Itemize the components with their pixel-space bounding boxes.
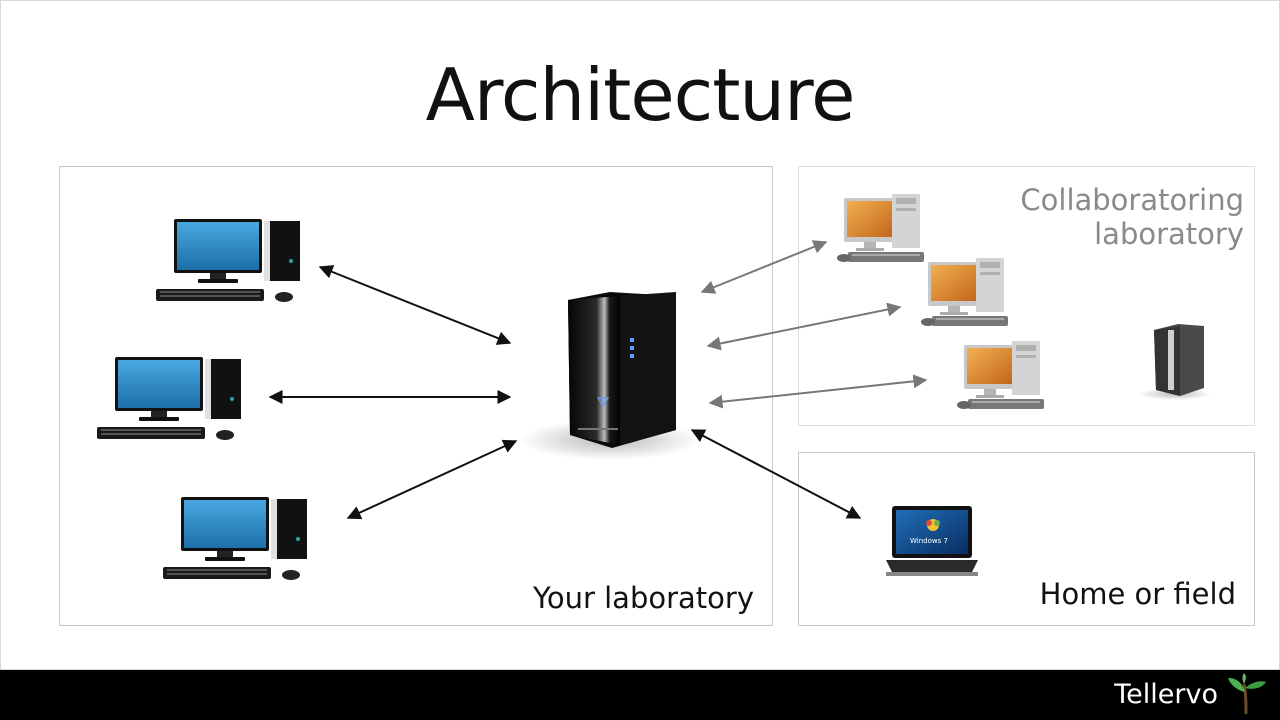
collab-server [1139, 324, 1211, 400]
brand-name: Tellervo [1114, 679, 1218, 710]
arrow-server-collab3 [708, 374, 928, 409]
arrow-ws3-server [346, 439, 518, 520]
laptop-screen-text: Windows 7 [910, 537, 948, 545]
lab-workstation-1 [156, 219, 300, 302]
collab-workstation-2 [921, 258, 1008, 326]
collaborating-laboratory-label: Collaboratoring laboratory [944, 183, 1244, 251]
collab-label-line1: Collaboratoring [1020, 183, 1244, 217]
your-laboratory-label: Your laboratory [533, 581, 754, 615]
arrow-server-collab2 [706, 302, 902, 351]
lab-workstation-2 [97, 357, 241, 440]
architecture-diagram: Windows 7 [97, 194, 1211, 580]
collaborating-laboratory-box: Collaboratoring laboratory [798, 166, 1255, 426]
arrow-ws1-server [318, 265, 512, 345]
your-laboratory-box: Your laboratory [59, 166, 773, 626]
collab-workstation-1 [837, 194, 924, 262]
arrow-server-collab1 [700, 240, 828, 294]
arrow-server-laptop [690, 429, 862, 519]
collab-label-line2: laboratory [1094, 217, 1244, 251]
sprout-logo-icon [1228, 673, 1266, 715]
lab-workstation-3 [163, 497, 307, 580]
home-or-field-label: Home or field [1039, 577, 1236, 611]
collab-workstation-3 [957, 341, 1044, 409]
footer-bar: Tellervo [0, 670, 1280, 720]
home-or-field-box: Home or field [798, 452, 1255, 626]
slide-title: Architecture [425, 53, 856, 137]
laptop: Windows 7 [886, 506, 978, 576]
central-server [520, 292, 700, 460]
